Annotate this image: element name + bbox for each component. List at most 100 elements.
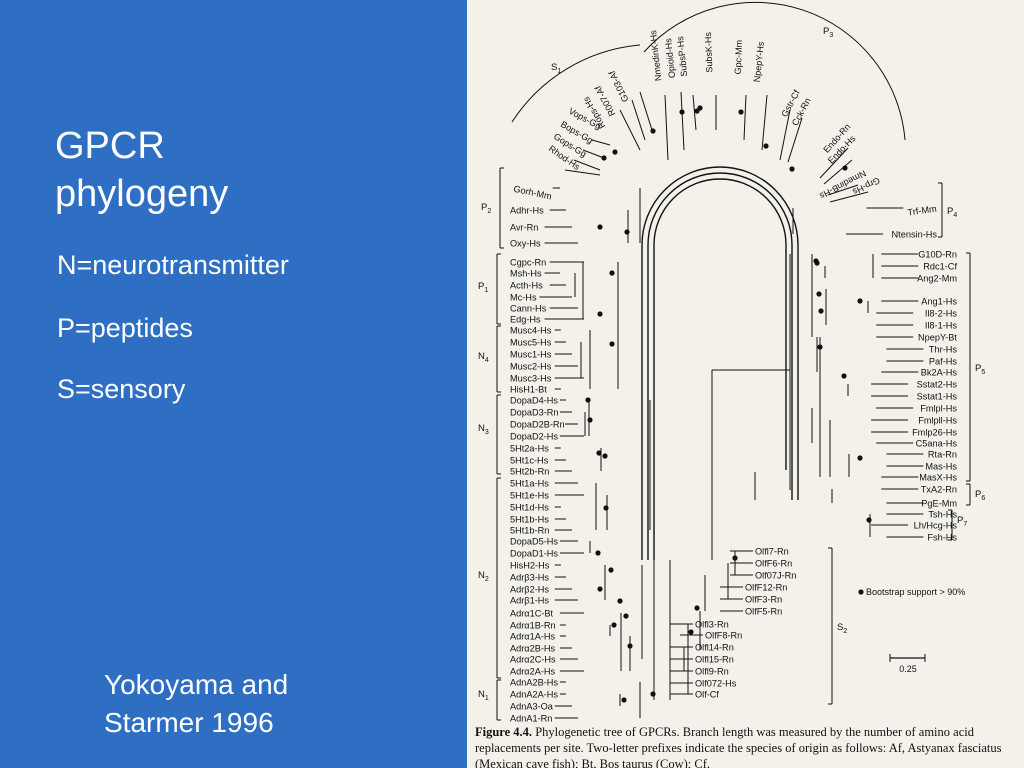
bootstrap-dot	[611, 622, 617, 628]
branch-line	[631, 99, 646, 141]
leaf-label: Sstat2-Hs	[917, 380, 958, 390]
leaf-label: G103-Af	[607, 69, 631, 104]
leaf-label: Lh/Hcg-Hs	[914, 521, 958, 531]
leaf-label: AdnA3-Oa	[510, 702, 554, 712]
leaf-label: 5Ht1b-Rn	[510, 526, 549, 536]
caption-text: Phylogenetic tree of GPCRs. Branch lengt…	[475, 725, 1002, 768]
leaf-label: Mas-Hs	[925, 462, 957, 472]
bootstrap-dot	[857, 455, 863, 461]
group-label: S1	[551, 62, 561, 75]
leaf-label: Musc1-Hs	[510, 350, 552, 360]
leaf-label: Gorh-Mm	[513, 184, 553, 202]
bootstrap-dot	[763, 143, 769, 149]
group-label: N4	[478, 351, 489, 364]
leaf-label: G10D-Rn	[918, 250, 957, 260]
branch-line	[761, 94, 768, 151]
group-label: S2	[837, 622, 847, 635]
leaf-label: OlfF3-Rn	[745, 595, 782, 605]
branch-line	[692, 94, 697, 131]
leaf-label: Il8-2-Hs	[925, 309, 958, 319]
bootstrap-dot	[650, 691, 656, 697]
leaf-label: Adrα1B-Rn	[510, 621, 556, 631]
leaf-label: SubsK-Hs	[703, 31, 714, 72]
tree-trunk-arc	[641, 166, 799, 560]
bootstrap-dot	[627, 643, 633, 649]
leaf-label: Olfl14-Rn	[695, 643, 734, 653]
bootstrap-dot	[612, 149, 618, 155]
leaf-label: Musc3-Hs	[510, 374, 552, 384]
branch-line	[680, 91, 685, 151]
slide-text-panel: GPCR phylogeny N=neurotransmitter P=pept…	[0, 0, 467, 768]
bootstrap-dot	[621, 697, 627, 703]
leaf-label: Tsh-Hs	[928, 510, 957, 520]
leaf-label: Cgpc-Rn	[510, 258, 546, 268]
leaf-label: Fmlpll-Hs	[918, 416, 957, 426]
branch-line	[591, 139, 611, 146]
leaf-label: TxA2-Rn	[921, 485, 957, 495]
branch-line	[819, 147, 849, 179]
group-label: N1	[478, 689, 489, 702]
group-label: P7	[957, 515, 967, 528]
bootstrap-dot	[609, 270, 615, 276]
leaf-label: DopaD2-Hs	[510, 432, 558, 442]
leaf-label: DopaD5-Hs	[510, 537, 558, 547]
bootstrap-dot	[694, 605, 700, 611]
group-label: N2	[478, 570, 489, 583]
caption-label: Figure 4.4.	[475, 725, 533, 739]
group-label: P1	[478, 281, 488, 294]
branch-line	[779, 109, 791, 161]
leaf-label: Msh-Hs	[510, 269, 542, 279]
leaf-label: Adrα1C-Bt	[510, 609, 554, 619]
group-label: P5	[975, 363, 985, 376]
leaf-label: NmedinK-Hs	[648, 29, 663, 81]
legend-neurotransmitter: N=neurotransmitter	[57, 250, 289, 280]
leaf-label: Bk2A-Hs	[921, 368, 958, 378]
leaf-label: OlfF8-Rn	[705, 631, 742, 641]
leaf-label: PgE-Mm	[921, 499, 957, 509]
branch-line	[573, 159, 601, 171]
leaf-label: Avr-Rn	[510, 223, 538, 233]
branch-line	[827, 184, 859, 196]
leaf-label: Opioid-Hs	[663, 37, 677, 78]
leaf-label: HisH2-Hs	[510, 561, 550, 571]
leaf-label: AdnA2B-Hs	[510, 678, 558, 688]
leaf-label: DopaD1-Hs	[510, 549, 558, 559]
bootstrap-dot	[789, 166, 795, 172]
bootstrap-dot	[679, 109, 685, 115]
leaf-label: Fsh-Hs	[927, 533, 957, 543]
leaf-label: Il8-1-Hs	[925, 321, 958, 331]
leaf-label: Oxy-Hs	[510, 239, 541, 249]
leaf-label: Adrβ3-Hs	[510, 573, 549, 583]
leaf-label: Adrα2C-Hs	[510, 655, 556, 665]
bootstrap-dot	[585, 397, 591, 403]
leaf-label: Adrα1A-Hs	[510, 632, 556, 642]
leaf-label: Edg-Hs	[510, 315, 541, 325]
bootstrap-dot	[597, 311, 603, 317]
bootstrap-dot	[857, 298, 863, 304]
bootstrap-dot	[816, 291, 822, 297]
leaf-label: DopaD2B-Rn	[510, 420, 565, 430]
branch-line	[664, 94, 669, 161]
group-bracket-arc	[511, 44, 641, 123]
leaf-label: DopaD4-Hs	[510, 396, 558, 406]
group-label: N3	[478, 423, 489, 436]
leaf-label: Acth-Hs	[510, 281, 543, 291]
leaf-label: 5Ht1b-Hs	[510, 515, 549, 525]
leaf-label: Musc4-Hs	[510, 326, 552, 336]
bootstrap-dot	[597, 224, 603, 230]
branch-line	[787, 117, 803, 163]
leaf-label: Paf-Hs	[929, 357, 957, 367]
branch-line	[743, 94, 747, 141]
leaf-label: Olfl15-Rn	[695, 655, 734, 665]
branch-line	[564, 169, 601, 176]
branch-line	[823, 159, 853, 185]
leaf-label: NpepY-Hs	[752, 41, 766, 83]
bootstrap-dot	[623, 613, 629, 619]
bootstrap-dot	[609, 341, 615, 347]
leaf-label: AdnA2A-Hs	[510, 690, 558, 700]
leaf-label: Musc2-Hs	[510, 362, 552, 372]
bootstrap-dot	[601, 155, 607, 161]
leaf-label: Ntensin-Hs	[892, 230, 938, 240]
bootstrap-dot	[595, 550, 601, 556]
